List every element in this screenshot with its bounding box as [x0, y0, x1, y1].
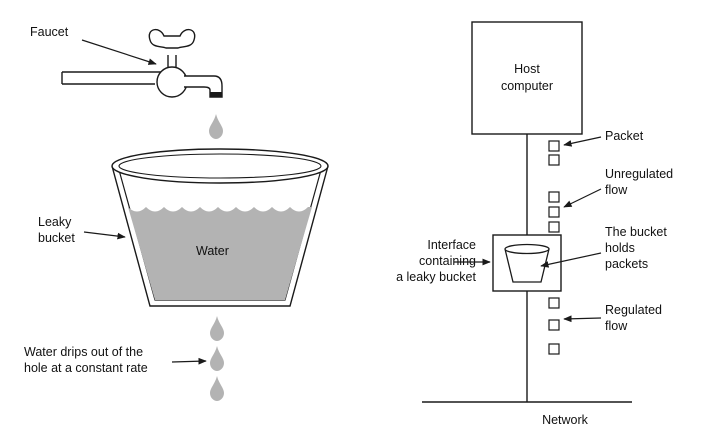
packet-icon [548, 221, 560, 233]
small-bucket-icon [504, 243, 550, 283]
packet-icon [548, 191, 560, 203]
host-computer-box [471, 21, 583, 135]
regulated-label-arrow [563, 315, 602, 323]
bucket-holds-line3: packets [605, 257, 648, 271]
water-drop-icon [210, 376, 224, 401]
interface-label-line1: Interface [427, 238, 476, 252]
leaky-bucket-analogy: Faucet Water Leaky bucket Water drips ou… [24, 25, 329, 401]
bucket-icon [111, 148, 329, 307]
packet-label-arrow [563, 136, 602, 147]
dripping-drops [210, 316, 224, 401]
packet-icon [548, 343, 560, 355]
unregulated-label-line2: flow [605, 183, 628, 197]
water-drop-icon [210, 346, 224, 371]
host-label-line2: computer [501, 79, 553, 93]
packet-icon [548, 206, 560, 218]
bucket-holds-line2: holds [605, 241, 635, 255]
packet-icon [548, 140, 560, 152]
unregulated-label-arrow [563, 188, 602, 208]
water-drop-icon [209, 114, 223, 139]
water-label: Water [196, 244, 229, 258]
unregulated-label-line1: Unregulated [605, 167, 673, 181]
bucket-label-line2: bucket [38, 231, 75, 245]
interface-label-line2: containing [419, 254, 476, 268]
packet-icon [548, 154, 560, 166]
bucket-label-line1: Leaky [38, 215, 72, 229]
bucket-holds-line1: The bucket [605, 225, 667, 239]
drip-label-line1: Water drips out of the [24, 345, 143, 359]
drip-label-line2: hole at a constant rate [24, 361, 148, 375]
network-leaky-bucket: Host computer Network Packet [396, 21, 673, 427]
drip-label-arrow [171, 357, 207, 365]
faucet-icon [61, 29, 223, 98]
packet-icon [548, 319, 560, 331]
bucket-label-arrow [83, 231, 126, 240]
network-label: Network [542, 413, 589, 427]
regulated-label-line1: Regulated [605, 303, 662, 317]
regulated-packets [548, 297, 560, 355]
faucet-label: Faucet [30, 25, 69, 39]
water-fill [128, 207, 312, 300]
bucket-holds-arrow [540, 252, 602, 268]
faucet-label-arrow [81, 39, 157, 65]
unregulated-packets [548, 140, 560, 233]
host-label-line1: Host [514, 62, 540, 76]
regulated-label-line2: flow [605, 319, 628, 333]
packet-icon [548, 297, 560, 309]
packet-label: Packet [605, 129, 644, 143]
interface-label-line3: a leaky bucket [396, 270, 476, 284]
water-drop-icon [210, 316, 224, 341]
